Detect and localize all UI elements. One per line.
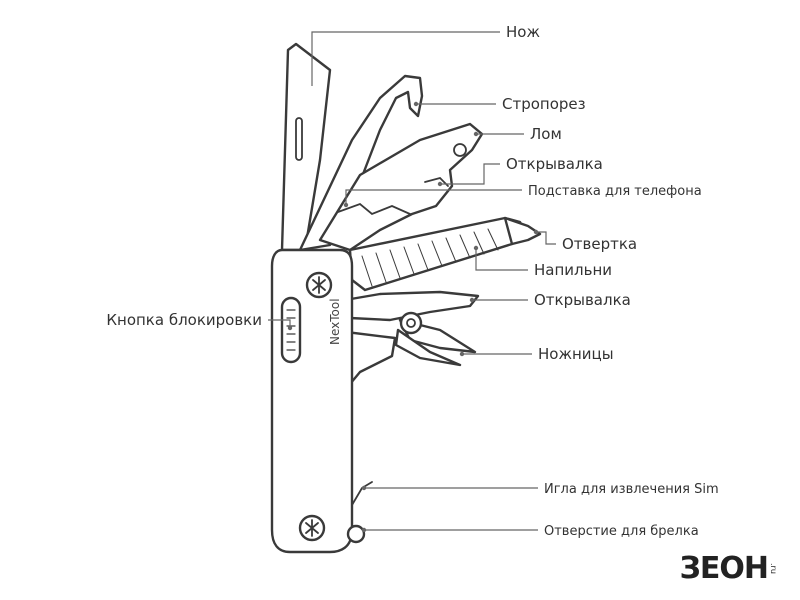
leader-phone-stand bbox=[345, 189, 522, 205]
logo-text: ЗЕОН bbox=[679, 551, 769, 586]
label-crowbar: Лом bbox=[530, 125, 562, 143]
leader-knife bbox=[311, 31, 500, 86]
top-screw-star bbox=[312, 276, 326, 294]
labels: Нож Стропорез Лом Открывалка Подставка д… bbox=[106, 23, 718, 539]
leader-screwdriver bbox=[536, 231, 556, 245]
label-bottle-opener-mid: Открывалка bbox=[534, 291, 631, 309]
bottom-screw-star bbox=[305, 519, 319, 537]
knife-slot bbox=[295, 117, 303, 161]
file-texture bbox=[361, 228, 499, 287]
label-strap-cutter: Стропорез bbox=[502, 95, 586, 113]
crowbar-hole bbox=[453, 143, 467, 157]
label-knife: Нож bbox=[506, 23, 540, 41]
logo-suffix: .ru bbox=[769, 563, 778, 574]
zeon-logo: ЗЕОН .ru bbox=[680, 551, 778, 586]
phone-stand-notch bbox=[337, 202, 411, 216]
label-bottle-opener-top: Открывалка bbox=[506, 155, 603, 173]
label-keychain-hole: Отверстие для брелка bbox=[544, 524, 699, 539]
multitool-drawing: NexTool bbox=[270, 42, 542, 554]
scissors-blade-lower bbox=[394, 328, 462, 367]
scissors-pivot bbox=[399, 311, 423, 335]
sim-needle bbox=[351, 481, 373, 506]
leader-lines bbox=[268, 31, 556, 533]
brand-engraving: NexTool bbox=[328, 298, 342, 345]
label-screwdriver: Отвертка bbox=[562, 235, 637, 253]
keychain-hole bbox=[346, 524, 366, 544]
label-file: Напильни bbox=[534, 261, 612, 279]
lock-button-ridges bbox=[286, 309, 296, 351]
lower-opener bbox=[343, 290, 480, 322]
opener-notch bbox=[424, 176, 449, 187]
label-sim-needle: Игла для извлечения Sim bbox=[544, 482, 719, 497]
scissors-pivot-inner bbox=[406, 318, 416, 328]
label-scissors: Ножницы bbox=[538, 345, 614, 363]
leader-opener-top bbox=[440, 163, 500, 185]
screwdriver-tip bbox=[503, 216, 542, 246]
lock-button-frame bbox=[280, 296, 302, 364]
leader-file bbox=[475, 248, 528, 271]
crowbar-blade bbox=[318, 122, 484, 252]
label-phone-stand: Подставка для телефона bbox=[528, 184, 702, 199]
leader-lock-button bbox=[268, 319, 291, 328]
label-lock-button: Кнопка блокировки bbox=[106, 311, 262, 329]
